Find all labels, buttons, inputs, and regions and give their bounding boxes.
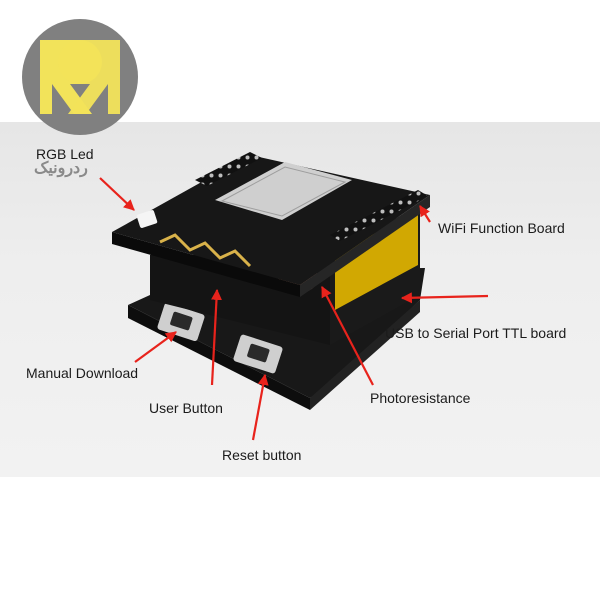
label-usb-board: USB to Serial Port TTL board bbox=[385, 325, 567, 341]
label-user-button: User Button bbox=[149, 400, 223, 416]
logo-mark bbox=[22, 19, 138, 135]
label-manual-download: Manual Download bbox=[26, 365, 139, 381]
esp-module bbox=[215, 162, 352, 220]
wifi-board bbox=[112, 152, 430, 297]
label-photoresistance: Photoresistance bbox=[370, 390, 471, 406]
rgb-led bbox=[136, 210, 158, 228]
callout-arrows bbox=[99, 177, 489, 441]
logo-text: ردرونیک bbox=[34, 160, 88, 177]
label-wifi-board: WiFi Function Board bbox=[438, 220, 565, 236]
label-rgb-led: RGB Led bbox=[36, 146, 94, 162]
label-reset-button: Reset button bbox=[222, 447, 302, 463]
